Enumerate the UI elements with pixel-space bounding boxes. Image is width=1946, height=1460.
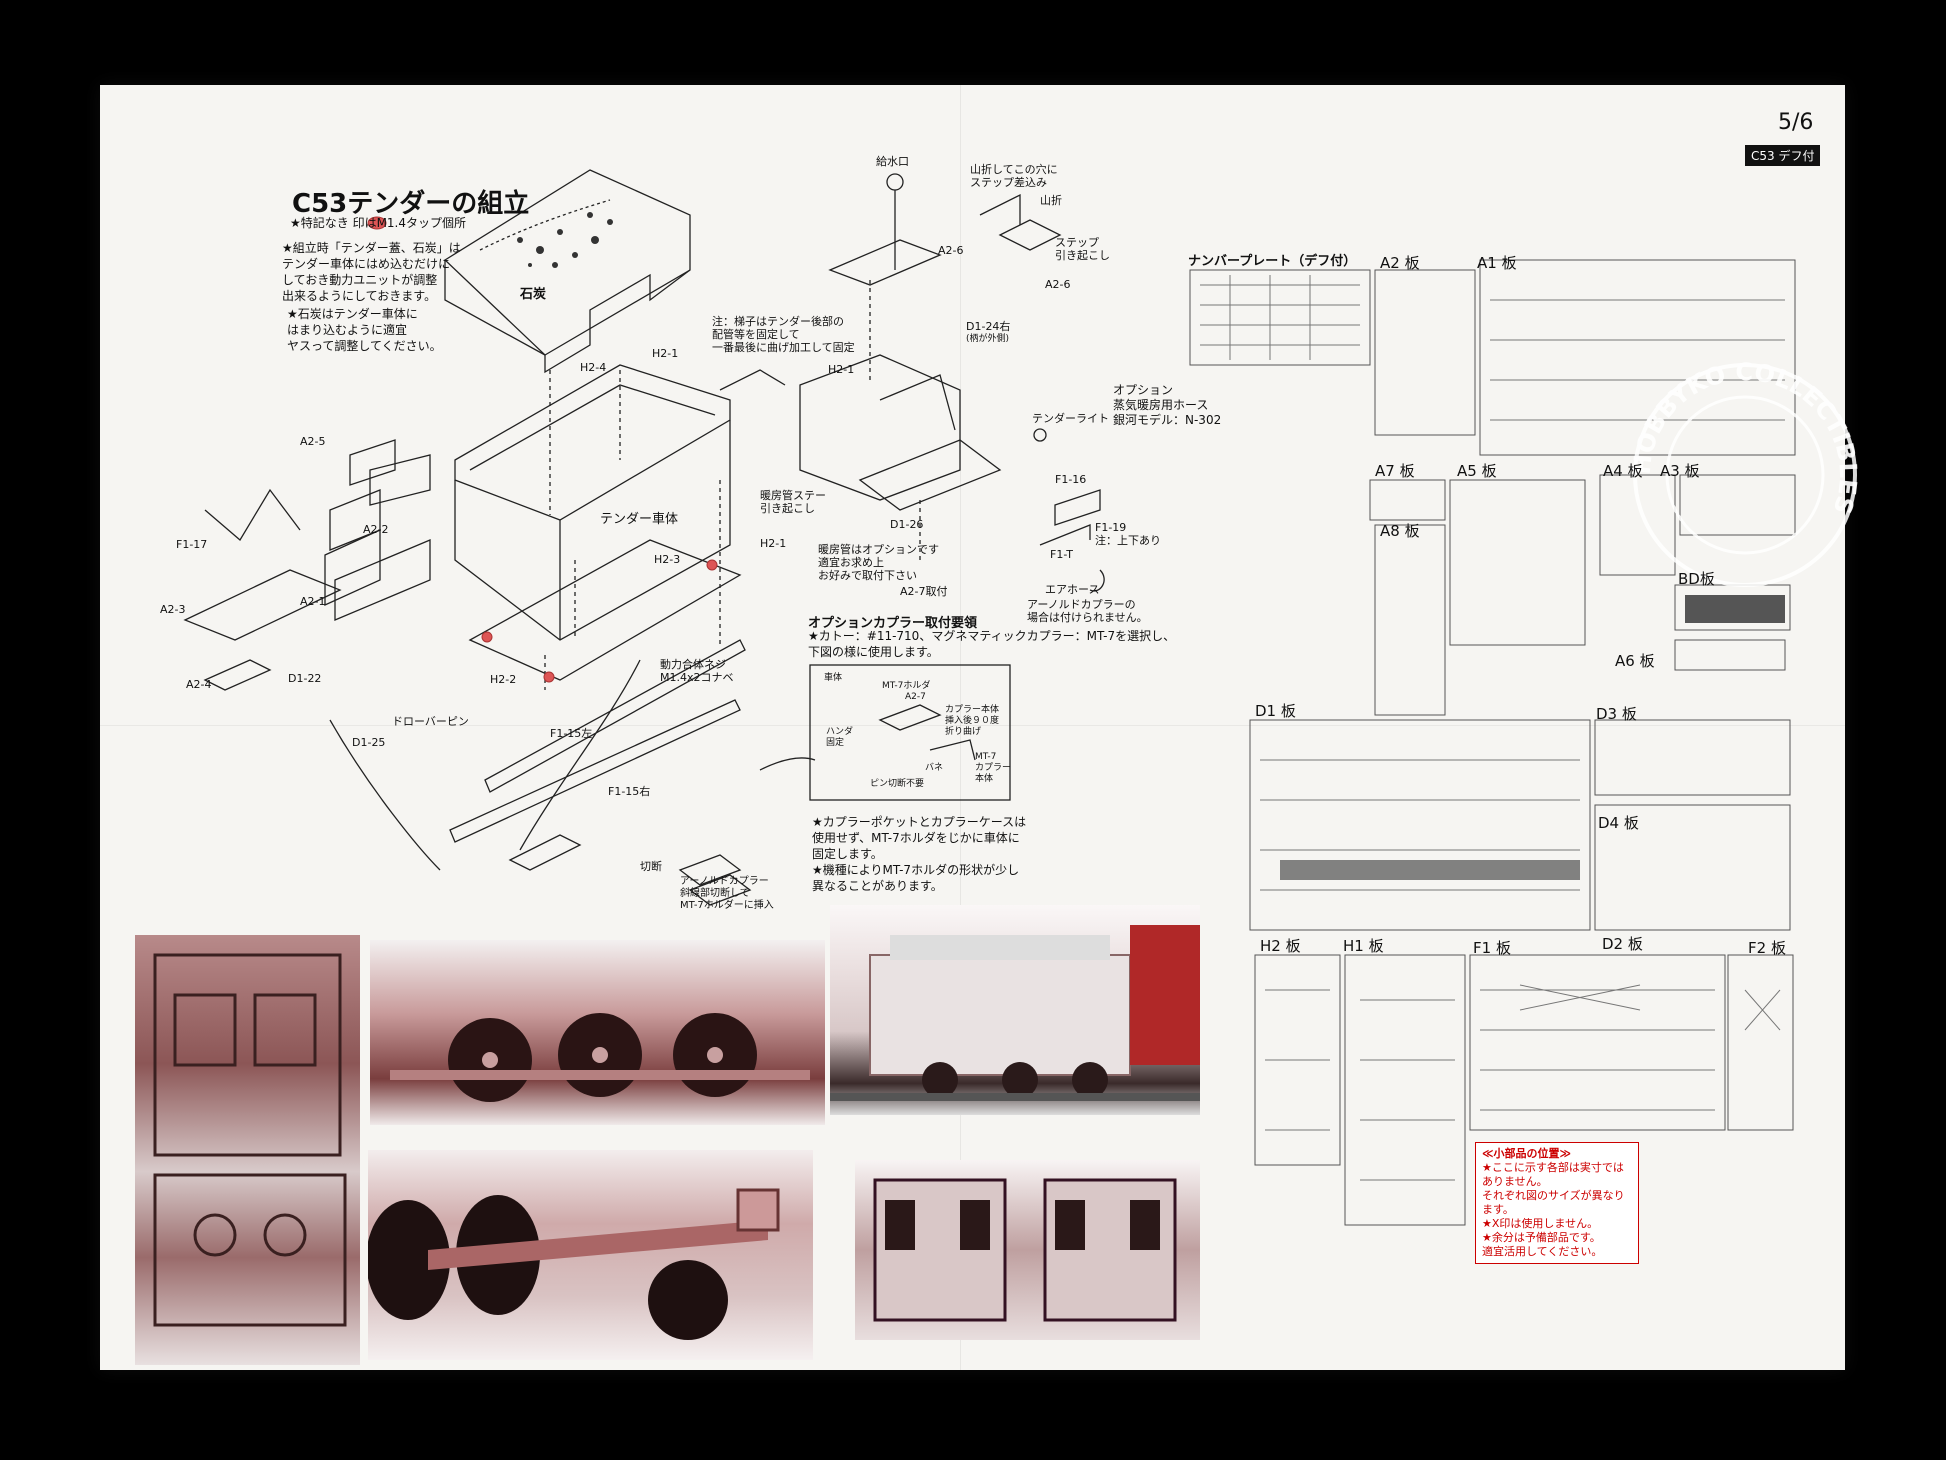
part-label: A2-4 xyxy=(186,678,212,691)
small-parts-notice: ≪小部品の位置≫ ★ここに示す各部は実寸ではありません。 それぞれ図のサイズが異… xyxy=(1475,1142,1639,1264)
part-label: D1-26 xyxy=(890,518,924,531)
plate-h1: H1 板 xyxy=(1343,937,1384,955)
plate-number-plate: ナンバープレート（デフ付） xyxy=(1188,254,1357,269)
plate-h2: H2 板 xyxy=(1260,937,1301,955)
coupler-part: A2-7 xyxy=(905,692,926,702)
part-label: H2-1 xyxy=(652,347,679,360)
heating-pipe-note: 暖房管ステー引き起こし xyxy=(760,489,826,515)
part-label: F1-15左 xyxy=(550,727,593,740)
coupler-part: カプラー本体挿入後９０度折り曲げ xyxy=(945,705,1000,737)
coupler-part: ハンダ固定 xyxy=(826,727,854,748)
model-badge: C53 デフ付 xyxy=(1745,145,1821,166)
page-number: 5/6 xyxy=(1778,110,1814,135)
heating-option-note: 暖房管はオプションです適宜お求め上お好みで取付下さい xyxy=(818,543,939,582)
plate-f2: F2 板 xyxy=(1748,939,1786,957)
svg-text:HOBBYKO COLLECTIBLES: HOBBYKO COLLECTIBLES xyxy=(1628,358,1863,517)
label-a27: A2-7取付 xyxy=(900,585,948,598)
label-mountain-fold: 山折してこの穴にステップ差込み xyxy=(970,163,1058,189)
assembly-note: ★組立時「テンダー蓋、石炭」はテンダー車体にはめ込むだけにしておき動力ユニットが… xyxy=(282,241,461,303)
part-label: A2-2 xyxy=(363,523,389,536)
coupler-body: ★カトー：#11-710、マグネマティックカプラー：MT-7を選択し、下図の様に… xyxy=(808,629,1176,659)
arnold-note: アーノルドカプラーの場合は付けられません。 xyxy=(1027,598,1148,624)
label-step: ステップ引き起こし xyxy=(1055,236,1110,262)
part-label: H2-3 xyxy=(654,553,681,566)
coupler-part: ピン切断不要 xyxy=(870,779,925,789)
coupler-pocket-note: ★カプラーポケットとカプラーケースは使用せず、MT-7ホルダをじかに車体に固定し… xyxy=(812,815,1027,893)
part-label: F1-15右 xyxy=(608,785,651,798)
part-label: D1-22 xyxy=(288,672,322,685)
watermark-stamp: HOBBYKO COLLECTIBLES xyxy=(1628,358,1863,587)
coupler-part: バネ xyxy=(925,763,944,773)
plate-bd: BD板 xyxy=(1678,570,1715,588)
part-label: A2-1 xyxy=(300,595,326,608)
plate-d2: D2 板 xyxy=(1602,935,1643,953)
part-label: A2-5 xyxy=(300,435,326,448)
label-water-inlet: 給水口 xyxy=(876,155,909,168)
photo-wheels xyxy=(368,1150,813,1360)
plate-a4: A4 板 xyxy=(1603,462,1643,480)
part-label: A2-6 xyxy=(938,244,964,257)
plate-a3: A3 板 xyxy=(1660,462,1700,480)
label-coal: 石炭 xyxy=(520,287,547,302)
part-label: F1-16 xyxy=(1055,473,1087,486)
photo-chassis-side xyxy=(370,940,825,1125)
coupler-part: MT-7ホルダ xyxy=(882,681,931,691)
label-tender-body: テンダー車体 xyxy=(600,512,679,527)
label-yamaori: 山折 xyxy=(1040,194,1062,207)
fold-line xyxy=(960,85,961,1370)
ladder-note: 注：梯子はテンダー後部の配管等を固定して一番最後に曲げ加工して固定 xyxy=(712,315,855,354)
plate-a5: A5 板 xyxy=(1457,462,1497,480)
plate-d1: D1 板 xyxy=(1255,702,1296,720)
part-label: H2-4 xyxy=(580,361,607,374)
label-d1-24: D1-24右(柄が外側) xyxy=(966,320,1011,344)
part-label: A2-6 xyxy=(1045,278,1071,291)
photo-chassis-top xyxy=(135,935,360,1365)
coupler-part: 車体 xyxy=(824,673,843,683)
option-note: オプション蒸気暖房用ホース銀河モデル：N-302 xyxy=(1113,383,1222,427)
part-label: H2-1 xyxy=(760,537,787,550)
plate-a7: A7 板 xyxy=(1375,462,1415,480)
label-cut: 切断 xyxy=(640,860,662,873)
label-drawbar-pin: ドローバーピン xyxy=(392,715,469,728)
plate-a1: A1 板 xyxy=(1477,254,1517,272)
plate-f1: F1 板 xyxy=(1473,939,1511,957)
coal-note: ★石炭はテンダー車体にはまり込むように適宜ヤスって調整してください。 xyxy=(287,307,442,353)
plate-a8: A8 板 xyxy=(1380,522,1420,540)
part-label: H2-1 xyxy=(828,363,855,376)
tap-note: ★特記なき 印はM1.4タップ個所 xyxy=(290,216,467,230)
part-label: F1-T xyxy=(1050,548,1074,561)
plate-a2: A2 板 xyxy=(1380,254,1420,272)
plate-a6: A6 板 xyxy=(1615,652,1655,670)
fold-line xyxy=(100,725,1845,726)
part-label: H2-2 xyxy=(490,673,517,686)
label-tender-light: テンダーライト xyxy=(1032,412,1109,425)
coupler-title: オプションカプラー取付要領 xyxy=(808,616,978,631)
plate-d4: D4 板 xyxy=(1598,814,1639,832)
part-label: A2-3 xyxy=(160,603,186,616)
part-label: D1-25 xyxy=(352,736,386,749)
page-title: C53テンダーの組立 xyxy=(292,189,530,219)
plate-d3: D3 板 xyxy=(1596,705,1637,723)
photo-tender-bogies xyxy=(855,1160,1200,1340)
label-air-hose: エアホース xyxy=(1045,583,1100,596)
photo-tender-completed xyxy=(830,905,1200,1115)
part-label: F1-17 xyxy=(176,538,208,551)
